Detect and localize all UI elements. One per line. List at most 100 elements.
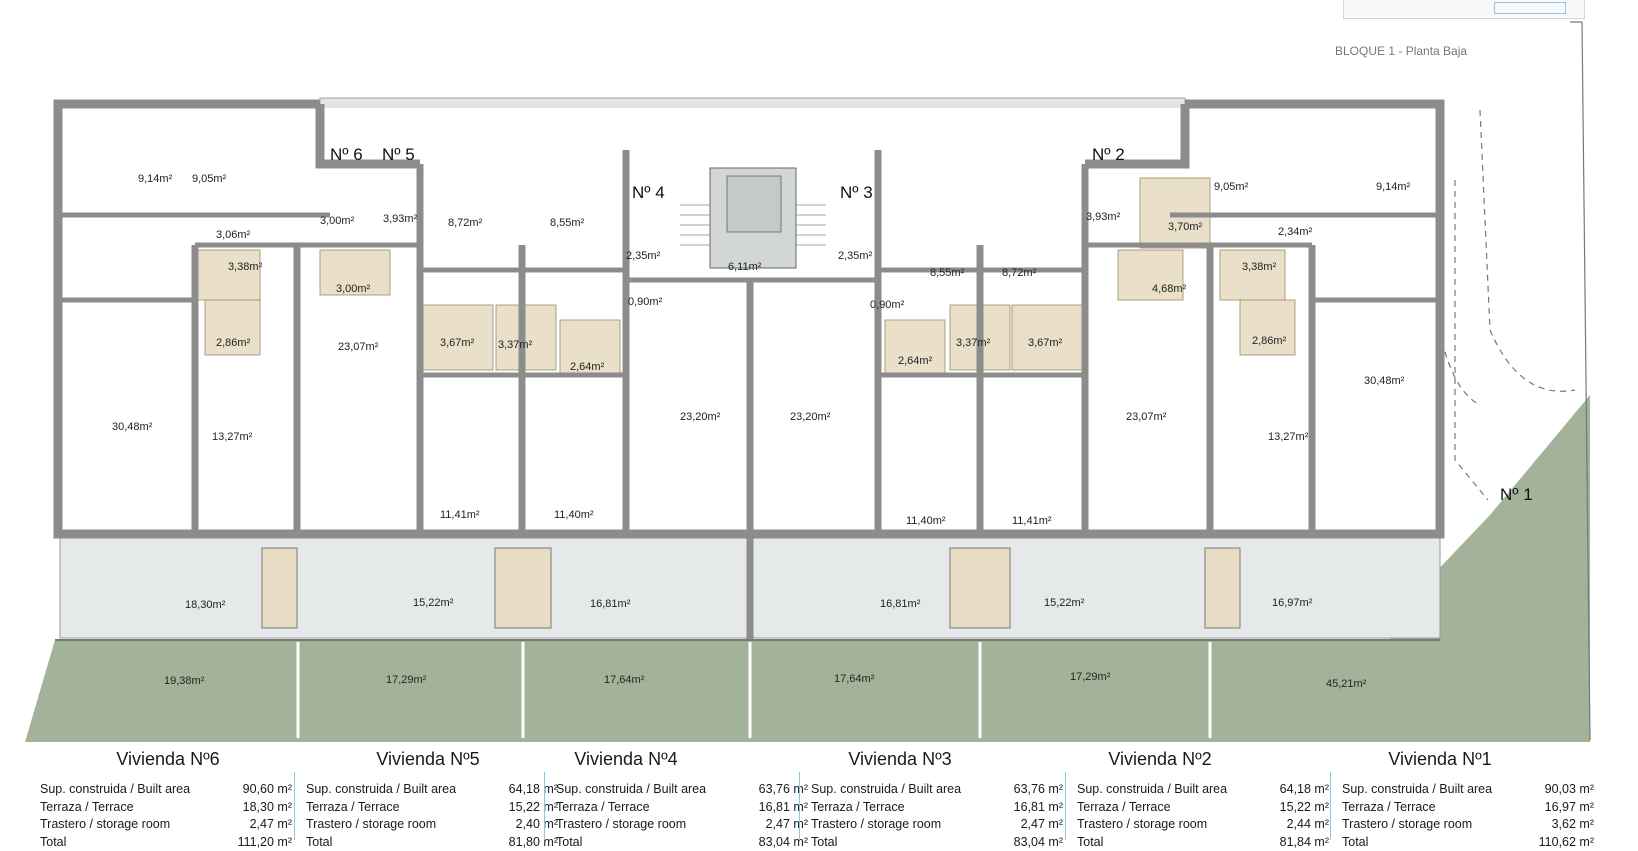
room-area-label: 3,00m²	[336, 283, 371, 295]
area-value: 16,81 m²	[759, 799, 808, 817]
area-label: Terraza / Terrace	[1342, 799, 1436, 817]
room-area-label: 0,90m²	[628, 296, 663, 308]
room-area-label: 4,68m²	[1152, 283, 1187, 295]
terrace-area-label: 16,81m²	[880, 598, 921, 610]
room-area-label: 2,35m²	[838, 250, 873, 262]
area-label: Total	[1077, 834, 1103, 851]
area-label: Trastero / storage room	[556, 816, 686, 834]
area-row: Total 81,84 m²	[1077, 834, 1329, 851]
garden-area-label: 19,38m²	[164, 675, 205, 687]
room-area-label: 3,67m²	[440, 337, 475, 349]
room-area-label: 23,07m²	[1126, 411, 1167, 423]
unit-title: Vivienda Nº5	[328, 749, 528, 770]
area-value: 111,20 m²	[238, 834, 292, 851]
area-label: Total	[306, 834, 332, 851]
room-area-label: 3,70m²	[1168, 221, 1203, 233]
area-value: 81,84 m²	[1280, 834, 1329, 851]
area-value: 2,44 m²	[1287, 816, 1329, 834]
area-row: Trastero / storage room 2,44 m²	[1077, 816, 1329, 834]
area-label: Sup. construida / Built area	[811, 781, 961, 799]
room-area-label: 3,38m²	[1242, 261, 1277, 273]
lift	[727, 176, 781, 232]
column-separator	[544, 772, 545, 840]
room-area-label: 30,48m²	[1364, 375, 1405, 387]
area-label: Trastero / storage room	[1077, 816, 1207, 834]
area-row: Trastero / storage room 2,47 m²	[556, 816, 808, 834]
area-label: Trastero / storage room	[811, 816, 941, 834]
room-area-label: 3,38m²	[228, 261, 263, 273]
area-label: Sup. construida / Built area	[1342, 781, 1492, 799]
room-area-label: 2,34m²	[1278, 226, 1313, 238]
area-row: Trastero / storage room 2,47 m²	[811, 816, 1063, 834]
garden-area-label: 17,29m²	[1070, 671, 1111, 683]
area-row: Sup. construida / Built area 63,76 m²	[556, 781, 808, 799]
room-area-label: 8,72m²	[1002, 267, 1037, 279]
area-label: Sup. construida / Built area	[40, 781, 190, 799]
area-row: Terraza / Terrace 16,97 m²	[1342, 799, 1594, 817]
area-value: 64,18 m²	[509, 781, 558, 799]
area-value: 2,47 m²	[1021, 816, 1063, 834]
area-value: 64,18 m²	[1280, 781, 1329, 799]
area-row: Terraza / Terrace 16,81 m²	[556, 799, 808, 817]
room-area-label: 11,41m²	[440, 509, 480, 521]
room-area-label: 2,64m²	[898, 355, 933, 367]
area-label: Sup. construida / Built area	[556, 781, 706, 799]
room-area-label: 2,35m²	[626, 250, 661, 262]
room-area-label: 3,37m²	[498, 339, 533, 351]
area-value: 15,22 m²	[509, 799, 558, 817]
room-area-label: 8,55m²	[930, 267, 965, 279]
room-area-label: 11,41m²	[1012, 515, 1052, 527]
area-value: 2,47 m²	[766, 816, 808, 834]
unit-title: Vivienda Nº4	[526, 749, 726, 770]
area-value: 63,76 m²	[759, 781, 808, 799]
unit-tag: Nº 6	[330, 145, 363, 164]
area-label: Terraza / Terrace	[40, 799, 134, 817]
area-value: 16,81 m²	[1014, 799, 1063, 817]
unit-title: Vivienda Nº2	[1060, 749, 1260, 770]
room-area-label: 8,72m²	[448, 217, 483, 229]
room-area-label: 3,93m²	[383, 213, 418, 225]
room-area-label: 13,27m²	[1268, 431, 1309, 443]
area-label: Trastero / storage room	[306, 816, 436, 834]
room-area-label: 23,20m²	[790, 411, 831, 423]
unit-tag: Nº 2	[1092, 145, 1125, 164]
room-area-label: 3,06m²	[216, 229, 251, 241]
room-area-label: 0,90m²	[870, 299, 905, 311]
terrace-area-label: 15,22m²	[413, 597, 454, 609]
terrace-area-label: 18,30m²	[185, 599, 226, 611]
room-area-label: 9,05m²	[192, 173, 227, 185]
area-value: 81,80 m²	[509, 834, 558, 851]
area-value: 16,97 m²	[1545, 799, 1594, 817]
area-label: Total	[556, 834, 582, 851]
room-area-label: 9,14m²	[138, 173, 173, 185]
area-label: Sup. construida / Built area	[306, 781, 456, 799]
area-label: Terraza / Terrace	[811, 799, 905, 817]
garden-area-label: 17,29m²	[386, 674, 427, 686]
unit-title: Vivienda Nº3	[800, 749, 1000, 770]
room-area-label: 3,37m²	[956, 337, 991, 349]
area-row: Sup. construida / Built area 64,18 m²	[306, 781, 558, 799]
garden-area-label: 45,21m²	[1326, 678, 1367, 690]
room-area-label: 11,40m²	[906, 515, 946, 527]
area-value: 2,47 m²	[250, 816, 292, 834]
block-title: BLOQUE 1 - Planta Baja	[1335, 44, 1467, 58]
area-row: Terraza / Terrace 16,81 m²	[811, 799, 1063, 817]
area-label: Terraza / Terrace	[556, 799, 650, 817]
area-value: 15,22 m²	[1280, 799, 1329, 817]
area-value: 83,04 m²	[1014, 834, 1063, 851]
area-value: 3,62 m²	[1552, 816, 1594, 834]
